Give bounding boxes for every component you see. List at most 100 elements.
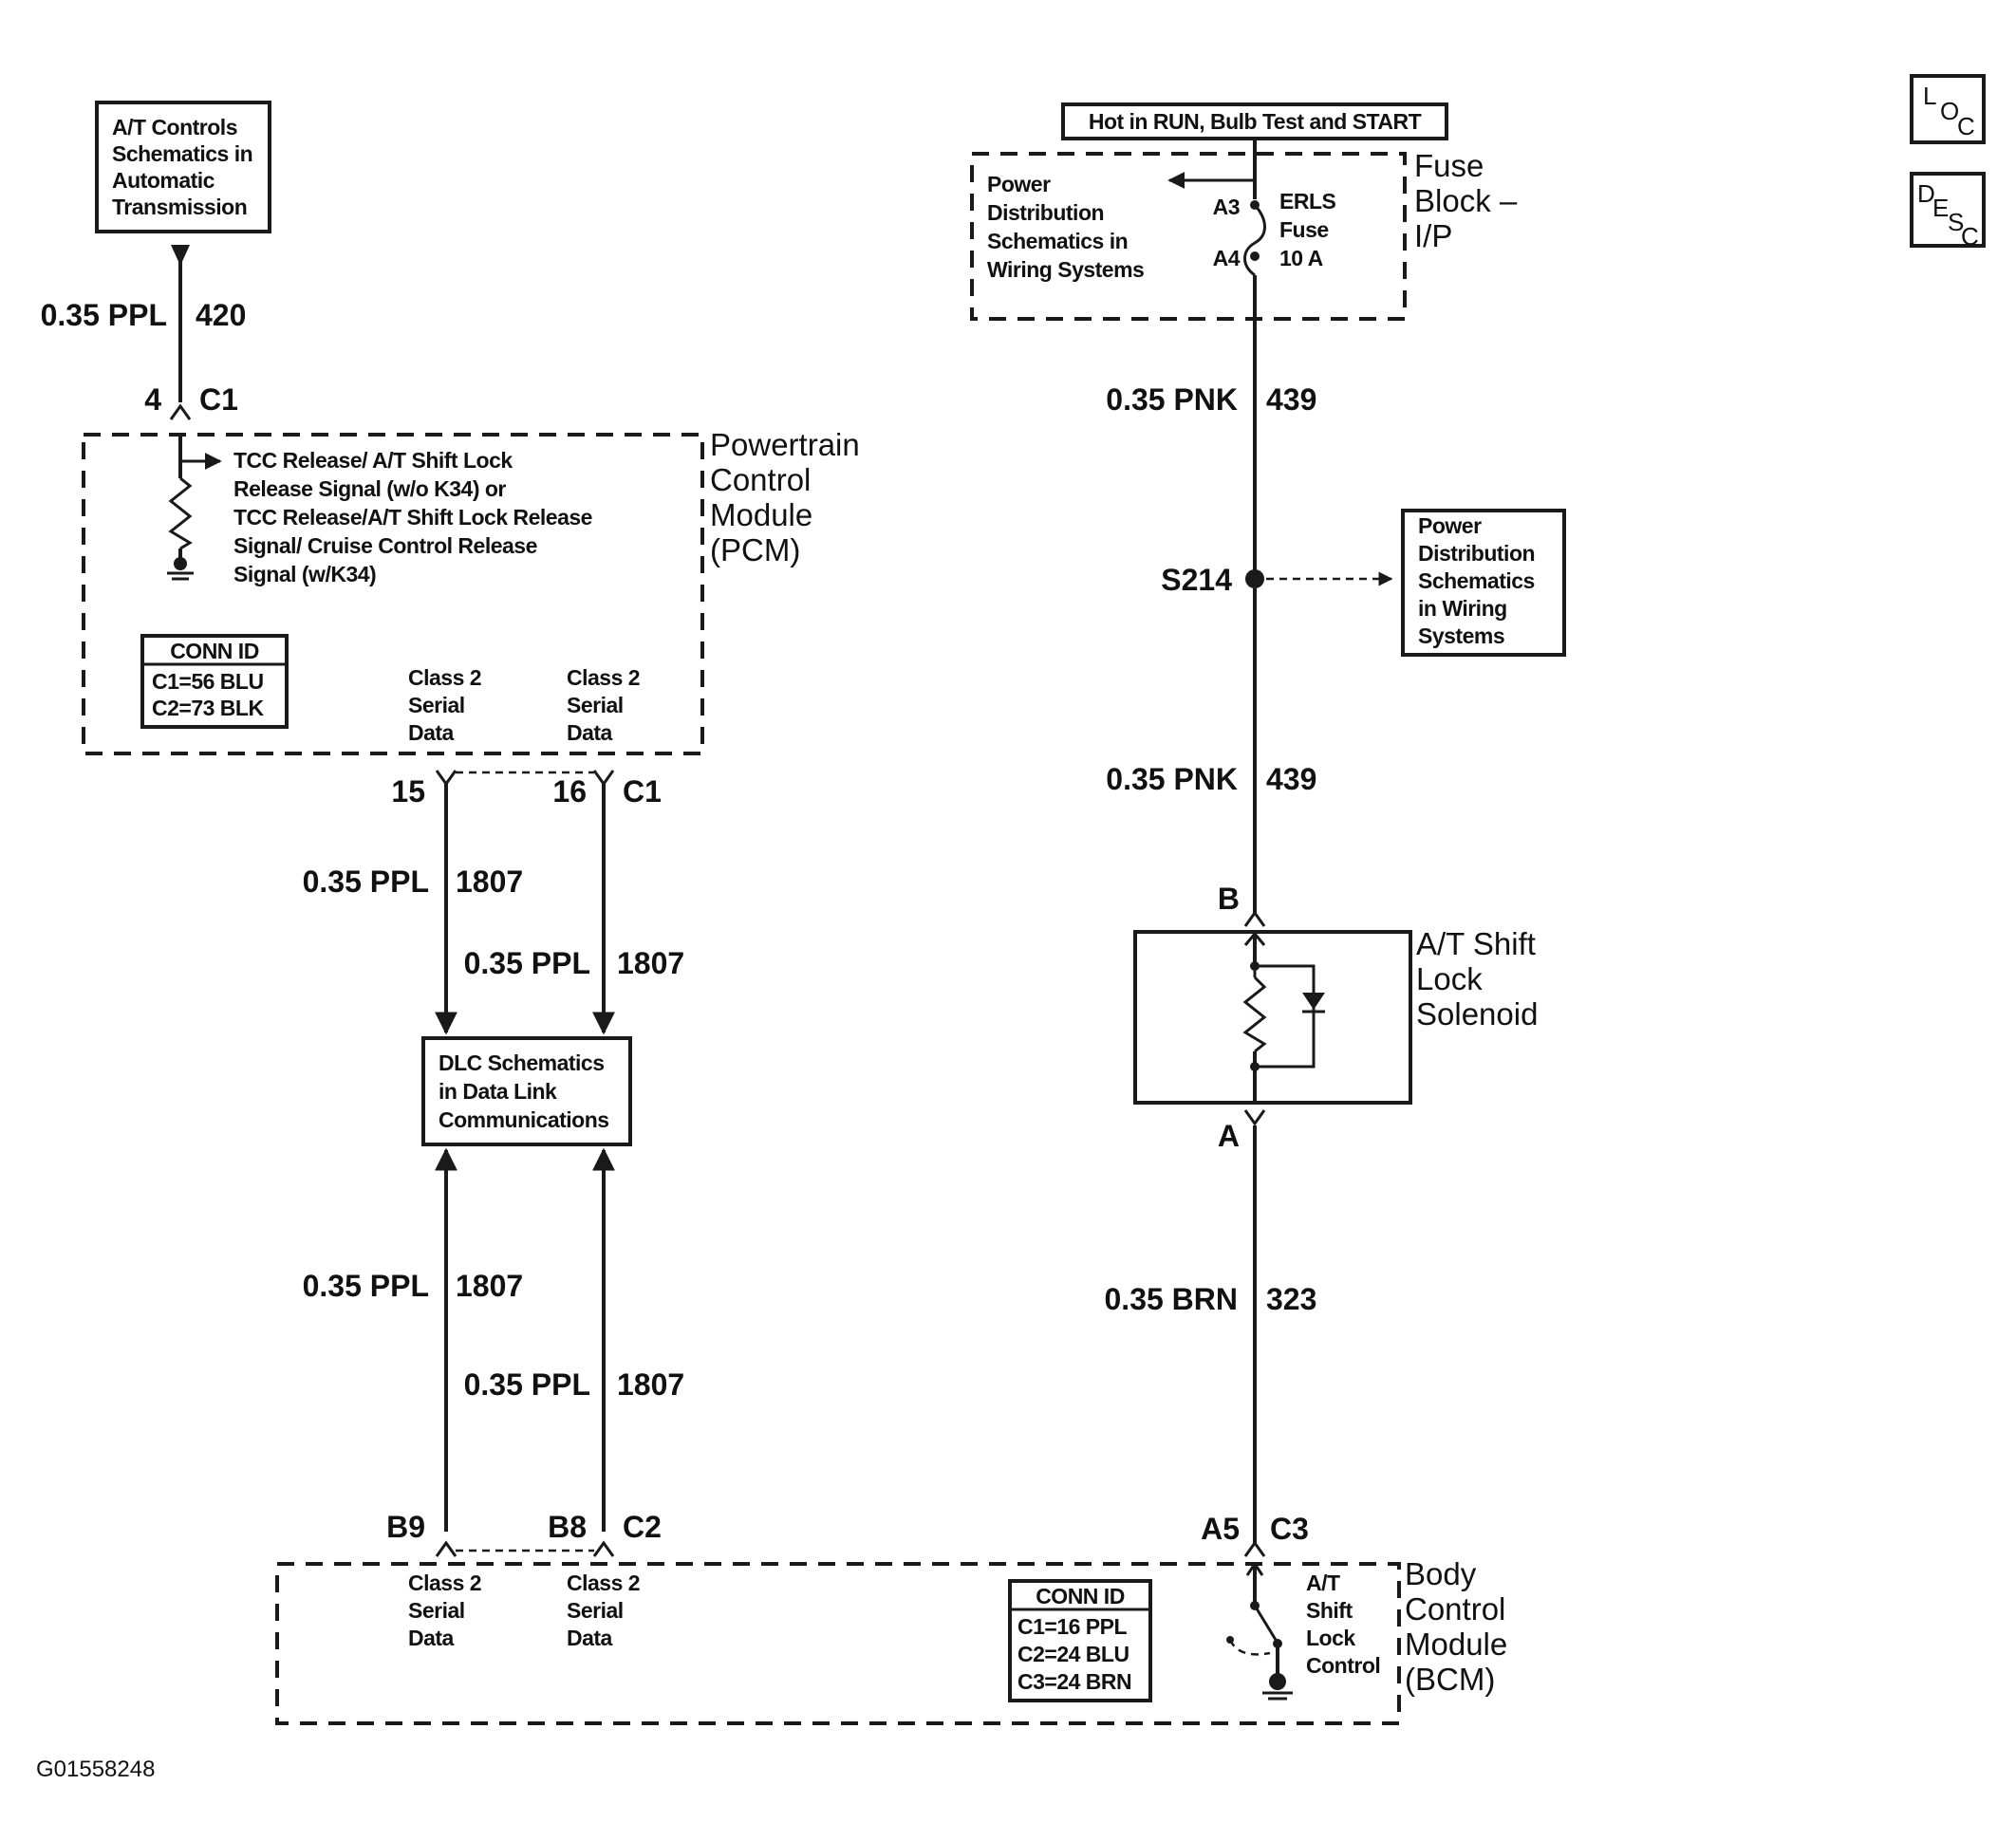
wire-1807-pcm-left: 0.35 PPL 1807 [303,784,523,1035]
svg-text:4: 4 [144,382,161,417]
svg-text:Lock: Lock [1306,1626,1355,1650]
svg-text:O: O [1940,97,1959,125]
svg-text:C: C [1957,112,1975,140]
svg-text:D: D [1917,179,1935,208]
svg-text:Class 2: Class 2 [567,665,640,690]
svg-text:Control: Control [1405,1591,1505,1627]
svg-text:C3=24 BRN: C3=24 BRN [1017,1669,1131,1694]
pcm-conn-id-table: CONN ID C1=56 BLU C2=73 BLK [140,634,289,729]
bcm-connector-c3: A5 C3 [1201,1512,1309,1557]
svg-text:Serial: Serial [408,1598,465,1623]
svg-text:C2: C2 [623,1510,662,1544]
fuse-icon [1243,204,1266,277]
svg-text:Block –: Block – [1414,183,1518,218]
svg-text:Power: Power [1418,513,1482,538]
svg-text:Communications: Communications [439,1107,609,1132]
svg-text:E: E [1932,194,1949,222]
svg-text:A/T Controls: A/T Controls [112,115,237,139]
at-shift-lock-solenoid: B A/T Shift Lock Solenoid A [1133,882,1538,1153]
svg-text:Serial: Serial [408,693,465,717]
svg-text:TCC Release/ A/T Shift Lock: TCC Release/ A/T Shift Lock [233,448,513,473]
svg-text:A/T Shift: A/T Shift [1416,926,1536,961]
wire-439-upper: 0.35 PNK 439 [1106,275,1316,577]
svg-text:TCC Release/A/T Shift Lock Rel: TCC Release/A/T Shift Lock Release [233,505,592,530]
svg-text:Schematics in: Schematics in [987,229,1128,253]
ground-icon [1262,1673,1293,1701]
svg-text:B9: B9 [386,1510,425,1544]
svg-text:Control: Control [710,462,811,497]
svg-text:323: 323 [1266,1282,1316,1316]
svg-text:S214: S214 [1161,563,1232,597]
svg-text:Module: Module [710,497,812,532]
power-distribution-ref-box[interactable]: Power Distribution Schematics in Wiring … [1401,509,1566,657]
hot-in-run-ref-box: Hot in RUN, Bulb Test and START [1061,102,1448,140]
svg-text:B8: B8 [548,1510,587,1544]
svg-text:Data: Data [567,720,613,745]
resistor-icon [168,476,193,550]
dlc-ref-box[interactable]: DLC Schematics in Data Link Communicatio… [421,1036,632,1146]
svg-text:C1: C1 [623,774,662,809]
pcm-connector-c1-bottom: 15 16 C1 [391,770,662,809]
svg-text:Body: Body [1405,1556,1477,1591]
loc-badge[interactable]: L O C [1910,74,1986,144]
svg-text:CONN ID: CONN ID [1036,1584,1125,1608]
wire-gauge: 0.35 PPL [41,298,167,332]
svg-text:0.35 PNK: 0.35 PNK [1106,762,1238,796]
svg-text:1807: 1807 [617,946,684,980]
svg-text:Serial: Serial [567,1598,624,1623]
svg-text:439: 439 [1266,382,1316,417]
svg-text:A5: A5 [1201,1512,1240,1546]
svg-text:0.35 PNK: 0.35 PNK [1106,382,1238,417]
svg-text:Hot in RUN, Bulb Test and STAR: Hot in RUN, Bulb Test and START [1089,109,1422,134]
svg-text:(PCM): (PCM) [710,532,800,567]
svg-text:15: 15 [391,774,425,809]
fuse-block-ip: Fuse Block – I/P Power Distribution Sche… [970,148,1518,321]
desc-badge[interactable]: D E S C [1910,172,1986,251]
svg-text:Wiring Systems: Wiring Systems [987,257,1144,282]
svg-text:0.35 BRN: 0.35 BRN [1105,1282,1239,1316]
wire-1807-bcm-right: 0.35 PPL 1807 [464,1147,684,1532]
diode-icon [1302,993,1325,1013]
svg-text:Release Signal (w/o K34) or: Release Signal (w/o K34) or [233,476,506,501]
svg-text:Fuse: Fuse [1279,217,1329,242]
svg-text:1807: 1807 [617,1367,684,1402]
svg-text:(BCM): (BCM) [1405,1662,1495,1697]
svg-text:A4: A4 [1213,246,1241,270]
svg-text:Data: Data [408,1626,455,1650]
svg-text:1807: 1807 [456,1269,523,1303]
svg-text:Distribution: Distribution [1418,541,1535,566]
svg-text:0.35 PPL: 0.35 PPL [303,865,429,899]
svg-text:Module: Module [1405,1627,1507,1662]
svg-text:in Wiring: in Wiring [1418,596,1507,621]
svg-text:A: A [1218,1119,1240,1153]
wire-439-lower: 0.35 PNK 439 [1106,588,1316,913]
svg-text:S: S [1948,208,1964,236]
switch-icon [1226,1563,1282,1680]
svg-text:C2=24 BLU: C2=24 BLU [1017,1642,1129,1666]
svg-text:A3: A3 [1213,195,1240,219]
svg-text:C1=16 PPL: C1=16 PPL [1017,1614,1127,1639]
splice-s214: S214 [1161,563,1393,597]
svg-text:Solenoid: Solenoid [1416,996,1538,1032]
pcm-module: Powertrain Control Module (PCM) TCC Rele… [82,427,860,755]
svg-text:Automatic: Automatic [112,168,215,193]
svg-text:A/T: A/T [1306,1571,1340,1595]
svg-text:in Data Link: in Data Link [439,1079,557,1104]
svg-text:Class 2: Class 2 [408,665,481,690]
svg-text:CONN ID: CONN ID [170,639,259,663]
svg-text:Systems: Systems [1418,623,1504,648]
svg-text:Lock: Lock [1416,961,1483,996]
svg-text:10 A: 10 A [1279,246,1323,270]
svg-text:Powertrain: Powertrain [710,427,860,462]
svg-text:DLC Schematics: DLC Schematics [439,1050,605,1075]
svg-text:C1: C1 [199,382,238,417]
bcm-module: Body Control Module (BCM) Class 2 Serial… [275,1556,1507,1725]
svg-text:C: C [1961,222,1979,251]
wire-420: 0.35 PPL 420 [41,245,246,402]
wire-circuit: 420 [196,298,246,332]
at-controls-ref-box[interactable]: A/T Controls Schematics in Automatic Tra… [95,101,271,233]
coil-icon [1242,976,1267,1053]
svg-text:C3: C3 [1270,1512,1309,1546]
svg-text:1807: 1807 [456,865,523,899]
svg-text:0.35 PPL: 0.35 PPL [464,1367,590,1402]
